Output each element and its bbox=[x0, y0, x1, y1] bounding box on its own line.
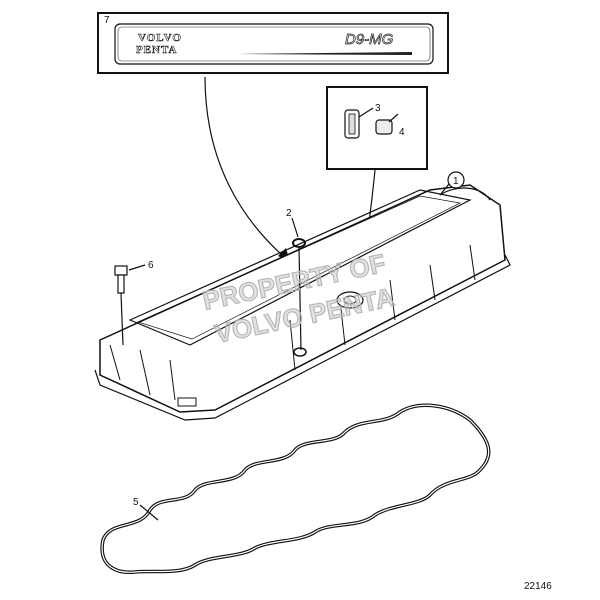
figure-number: 22146 bbox=[524, 581, 552, 592]
callout-5: 5 bbox=[133, 497, 139, 508]
bolt: 6 bbox=[114, 260, 154, 346]
gasket bbox=[100, 403, 491, 575]
decal-model: D9-MG bbox=[345, 31, 394, 48]
callout-2: 2 bbox=[286, 208, 292, 219]
decal-inset: VOLVO PENTA D9-MG 7 bbox=[97, 12, 449, 74]
clip-inset: 3 4 bbox=[326, 86, 428, 170]
callout-4: 4 bbox=[399, 127, 405, 138]
decal-brand-line-2: PENTA bbox=[136, 44, 177, 56]
callout-3: 3 bbox=[375, 103, 381, 114]
decal-brand-line-1: VOLVO bbox=[138, 32, 182, 44]
callout-6: 6 bbox=[148, 260, 154, 271]
callout-7: 7 bbox=[104, 15, 110, 26]
callout-1: 1 bbox=[453, 176, 459, 187]
valve-cover bbox=[94, 184, 511, 421]
